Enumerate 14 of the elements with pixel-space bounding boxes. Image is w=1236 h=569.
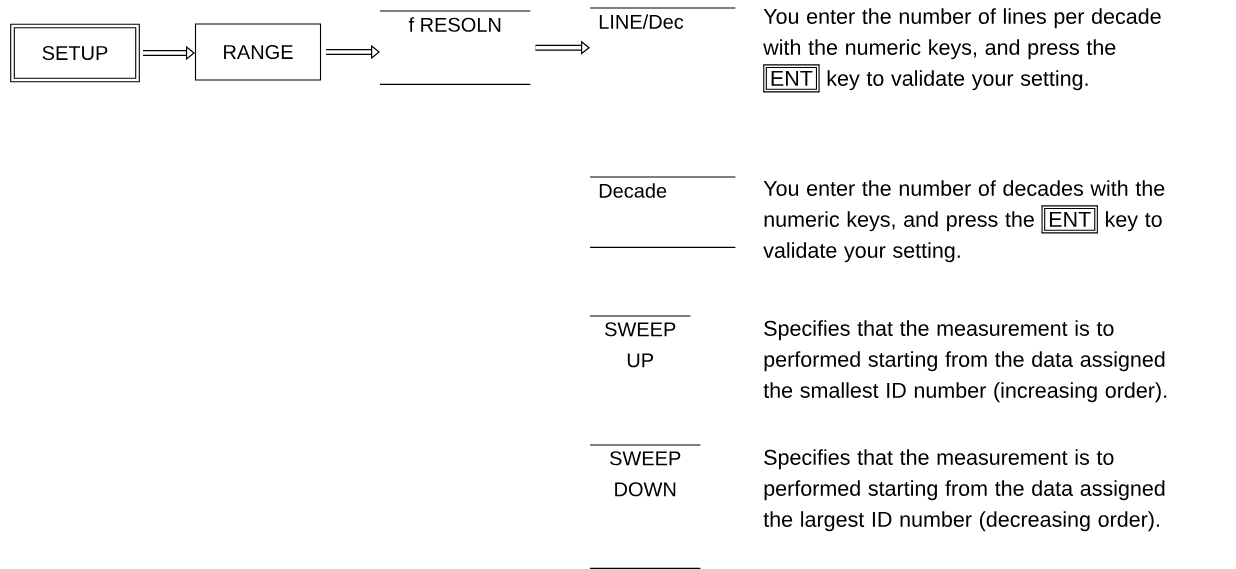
key-box: SETUP [10, 23, 140, 83]
enter-key: ENT [1040, 205, 1099, 234]
softkey-label: SWEEP UP [589, 315, 691, 368]
softkey-label: LINE/Dec [589, 7, 736, 29]
enter-key: ENT [762, 64, 821, 93]
double-arrow [535, 40, 590, 55]
softkey-label: SWEEP DOWN [589, 444, 701, 569]
description-text: You enter the number of decades with the numeric keys, and press the ENT key to validate your setting. [763, 180, 1165, 263]
softkey-label: Decade [589, 176, 736, 248]
description-text: You enter the number of lines per decade with the numeric keys, and press the ENT key to validate your setting. [762, 8, 1161, 93]
description-text: Specifies that the measurement is to performed starting from the data assigned the smallest ID number (increasing order). [763, 320, 1167, 403]
softkey-label: f RESOLN [379, 10, 531, 85]
key-box: RANGE [194, 23, 322, 81]
description-text: Specifies that the measurement is to performed starting from the data assigned the largest ID number (decreasing order). [763, 449, 1165, 532]
